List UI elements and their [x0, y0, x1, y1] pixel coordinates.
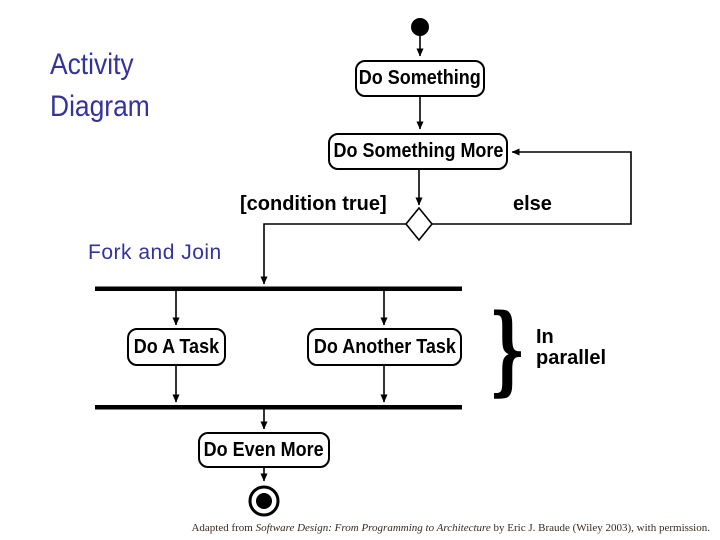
action-label: Do Something — [359, 67, 482, 89]
join-bar — [95, 405, 462, 410]
attribution: Adapted from Software Design: From Progr… — [191, 521, 710, 535]
note-in-parallel: In parallel — [536, 326, 607, 369]
action-node-do-even-more: Do Even More — [198, 432, 330, 468]
guard-else: else — [513, 193, 552, 215]
fork-bar — [95, 286, 462, 291]
action-node-do-a-task: Do A Task — [127, 328, 226, 366]
start-node-icon — [411, 18, 429, 36]
arrow-else-loop — [432, 148, 632, 225]
action-label: Do A Task — [133, 335, 220, 358]
curly-brace-icon: } — [488, 293, 526, 406]
decision-diamond-icon — [404, 206, 434, 242]
arrow-condition-true-branch — [260, 223, 406, 285]
attribution-prefix: Adapted from — [191, 522, 256, 534]
attribution-book-title: Software Design: From Programming to Arc… — [255, 522, 491, 534]
action-node-do-something: Do Something — [355, 60, 485, 97]
attribution-suffix: by Eric J. Braude (Wiley 2003), with per… — [490, 522, 710, 534]
action-label: Do Even More — [203, 438, 325, 461]
guard-condition-true: [condition true] — [240, 193, 387, 215]
action-node-do-another-task: Do Another Task — [307, 328, 462, 366]
action-label: Do Something More — [333, 140, 504, 162]
action-label: Do Another Task — [313, 335, 456, 358]
page-title: Activity Diagram — [50, 48, 150, 123]
action-node-do-something-more: Do Something More — [328, 133, 508, 170]
section-label-fork-and-join: Fork and Join — [88, 241, 222, 264]
end-node-inner-dot-icon — [256, 493, 272, 509]
